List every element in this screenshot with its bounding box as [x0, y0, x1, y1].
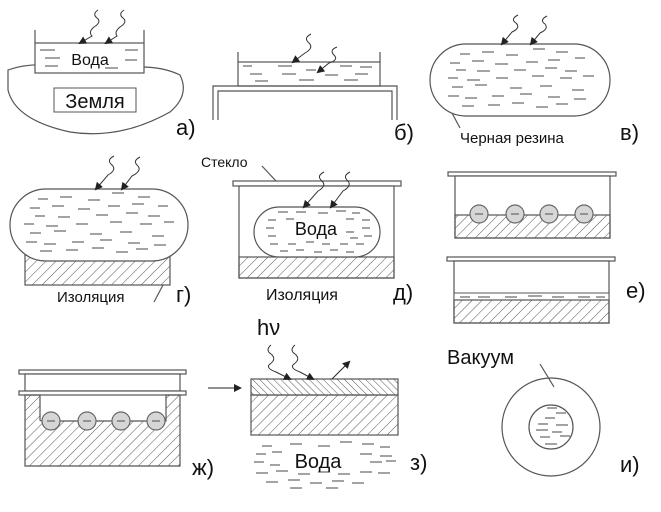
wavy-arrow-icon — [529, 15, 548, 46]
wavy-arrow-icon — [267, 344, 292, 380]
panel-tag: д) — [393, 280, 413, 305]
panel-d: Вода Стекло Изоляция д) — [201, 154, 413, 305]
wavy-arrow-icon — [120, 156, 141, 191]
black-rubber-bag — [429, 43, 611, 117]
wavy-arrow-icon — [302, 171, 325, 209]
absorber-layer — [453, 299, 610, 324]
panel-g: Изоляция г) — [9, 155, 191, 307]
water-label: Вода — [295, 219, 338, 239]
wavy-arrow-icon — [329, 171, 351, 209]
water-label: Вода — [71, 52, 109, 69]
wavy-arrow-icon — [78, 9, 100, 45]
panel-z: Вода hν з) — [250, 315, 427, 489]
absorber-body — [24, 394, 181, 467]
glass-cover — [447, 171, 617, 177]
lower-glass — [18, 390, 187, 396]
panel-v: Черная резина в) — [429, 14, 639, 147]
absorber-plate — [250, 394, 399, 436]
ground-label-box — [53, 87, 137, 113]
panel-zh: ж) — [18, 369, 214, 480]
insulation-label: Изоляция — [57, 289, 124, 306]
wavy-arrow-icon — [316, 46, 338, 74]
panel-tag: и) — [620, 452, 640, 477]
insulation-label: Изоляция — [266, 287, 338, 304]
glass-cover — [232, 180, 402, 187]
insulation-layer — [238, 256, 395, 279]
water-container — [34, 42, 145, 74]
wavy-arrow-icon — [94, 155, 115, 191]
glass-gap — [24, 373, 181, 392]
glass-label: Стекло — [201, 154, 248, 170]
panel-i: Вакуум и) — [447, 347, 640, 477]
panel-tag: б) — [394, 120, 414, 145]
absorber-layer — [454, 214, 611, 239]
vacuum-label: Вакуум — [447, 347, 514, 369]
panel-tag: е) — [626, 278, 646, 303]
wavy-arrow-icon — [291, 33, 312, 64]
photon-label: hν — [257, 315, 280, 340]
water-label: Вода — [295, 451, 343, 473]
panel-tag: а) — [176, 115, 196, 140]
charge-row — [41, 411, 166, 431]
black-rubber-label: Черная резина — [460, 130, 564, 147]
panel-tag: г) — [176, 282, 191, 307]
panel-tag: в) — [620, 120, 639, 145]
straight-arrow-icon — [331, 360, 351, 380]
upper-glass — [18, 369, 187, 375]
panel-tag: з) — [410, 450, 427, 475]
charge-row — [469, 204, 594, 224]
wavy-arrow-icon — [291, 344, 315, 380]
selective-coating — [250, 378, 399, 396]
panel-e: е) — [446, 171, 646, 324]
panel-a: Вода Земля а) — [7, 9, 196, 140]
wavy-arrow-icon — [104, 9, 126, 45]
ground-label: Земля — [65, 91, 124, 113]
panel-b: б) — [212, 33, 414, 145]
water-core — [528, 404, 574, 450]
wavy-arrow-icon — [500, 14, 519, 46]
glass-cover — [446, 256, 616, 262]
panel-tag: ж) — [192, 455, 214, 480]
